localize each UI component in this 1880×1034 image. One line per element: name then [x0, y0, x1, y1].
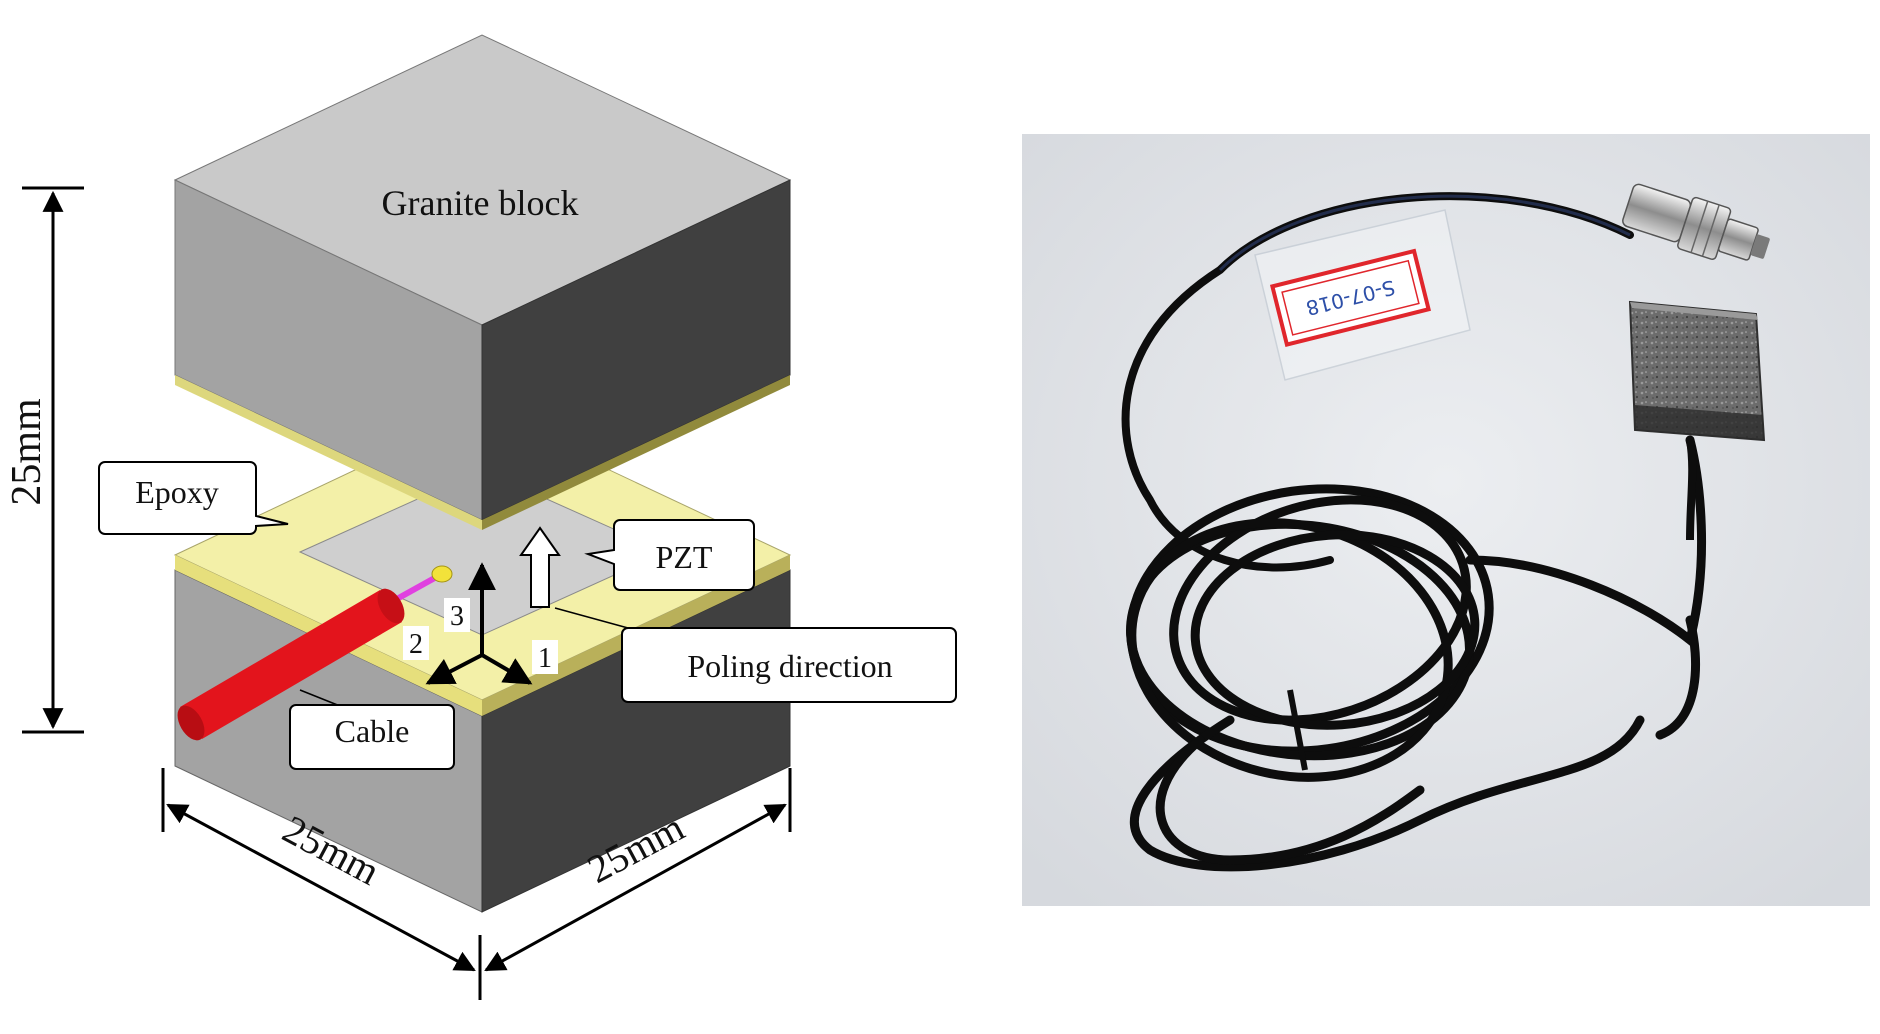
cable-callout: Cable: [289, 689, 455, 770]
photo-cable-tag: S-07-018: [1254, 209, 1471, 381]
upper-granite-block: [173, 34, 792, 530]
poling-arrow: [519, 526, 561, 608]
pzt-callout: PZT: [584, 519, 755, 591]
axis-3-label: 3: [450, 601, 464, 632]
sensor-photo: S-07-018: [1022, 134, 1870, 906]
photo-cable-coil: [1126, 435, 1707, 872]
height-dimension: 25mm: [4, 186, 84, 734]
photo-granite-sensor: [1628, 300, 1766, 442]
poling-direction-callout: Poling direction: [554, 607, 957, 703]
cable-label: Cable: [335, 713, 410, 749]
epoxy-label: Epoxy: [135, 474, 219, 510]
pzt-label: PZT: [656, 539, 713, 575]
cable: [177, 565, 453, 741]
photo-bnc-connector: [1622, 183, 1770, 261]
axis-1-label: 1: [538, 643, 552, 674]
coordinate-axes: 3 2 1: [403, 562, 558, 685]
epoxy-callout: Epoxy: [98, 461, 289, 535]
poling-direction-label: Poling direction: [687, 648, 892, 684]
axis-2-label: 2: [409, 629, 423, 660]
sensor-schematic: Granite block 3 2 1 Epoxy: [4, 34, 957, 1000]
granite-block-label: Granite block: [382, 183, 579, 223]
height-dimension-label: 25mm: [4, 398, 50, 506]
